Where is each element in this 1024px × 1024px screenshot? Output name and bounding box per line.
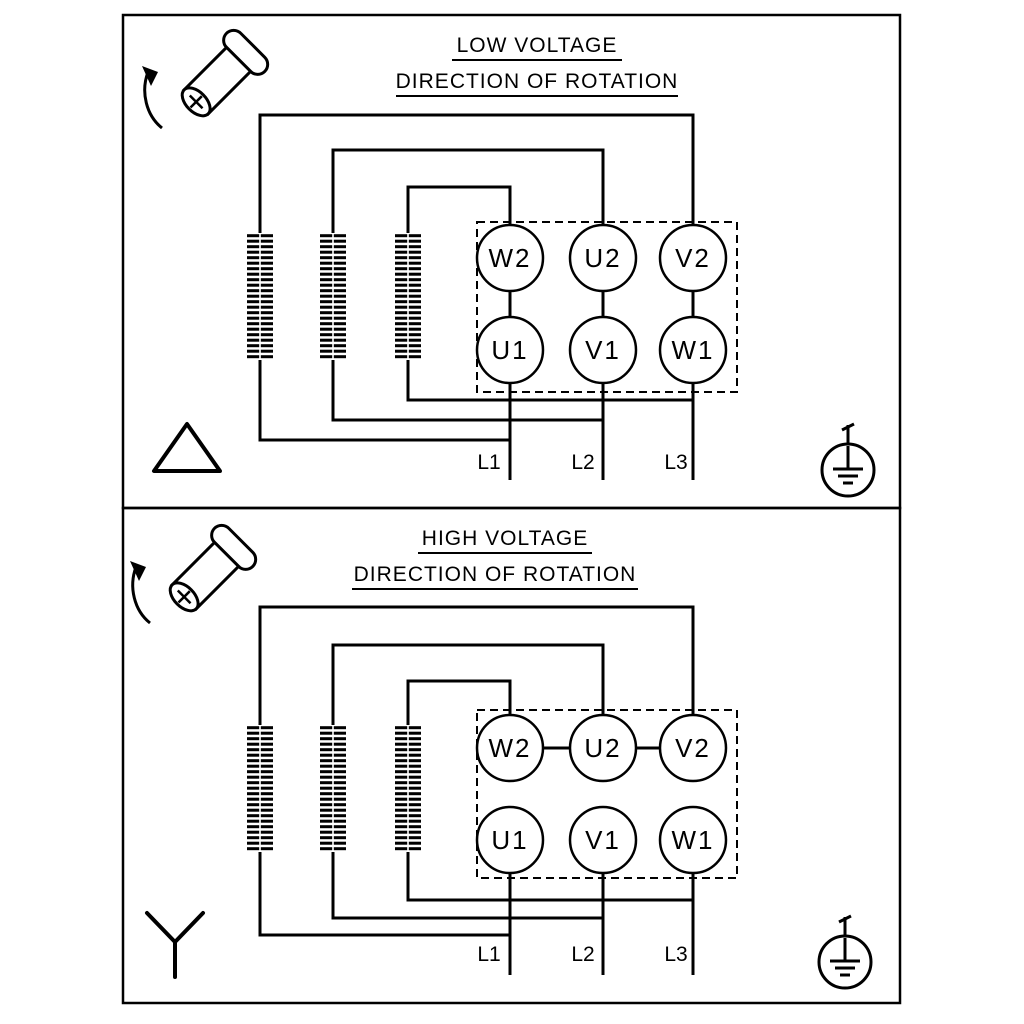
- wires: [258, 113, 695, 480]
- panel-high-voltage: HIGH VOLTAGE DIRECTION OF ROTATION W2 U2…: [121, 506, 902, 1005]
- terminal-circle: [658, 315, 728, 385]
- lead-label-l2: L2: [571, 943, 594, 966]
- panel-title: HIGH VOLTAGE: [422, 527, 588, 550]
- terminal-circle: [568, 223, 638, 293]
- terminal-label: U1: [491, 335, 528, 365]
- terminal-label: W2: [489, 243, 532, 273]
- terminal-label: W2: [489, 733, 532, 763]
- terminal-label: V2: [675, 733, 711, 763]
- terminal-block: [476, 709, 738, 879]
- terminal-w2: W2: [475, 223, 545, 293]
- winding-coil: [246, 724, 274, 853]
- terminal-v1: V1: [568, 315, 638, 385]
- terminal-circle: [475, 805, 545, 875]
- terminal-label: V2: [675, 243, 711, 273]
- terminal-circle: [568, 713, 638, 783]
- terminal-label: U1: [491, 825, 528, 855]
- lead-label-l1: L1: [477, 943, 500, 966]
- terminal-v2: V2: [658, 223, 728, 293]
- terminal-label: W1: [672, 825, 715, 855]
- terminal-w1: W1: [658, 805, 728, 875]
- terminal-u2: U2: [568, 223, 638, 293]
- terminal-circle: [568, 315, 638, 385]
- winding-coil: [246, 232, 274, 361]
- star-symbol: [145, 911, 205, 979]
- terminal-u1: U1: [475, 805, 545, 875]
- terminal-u2: U2: [568, 713, 638, 783]
- lead-label-l2: L2: [571, 451, 594, 474]
- terminal-circle: [568, 805, 638, 875]
- terminal-w1: W1: [658, 315, 728, 385]
- terminal-u1: U1: [475, 315, 545, 385]
- terminal-circle: [475, 315, 545, 385]
- terminal-circle: [658, 805, 728, 875]
- winding-coil: [319, 232, 347, 361]
- panel-subtitle: DIRECTION OF ROTATION: [354, 563, 637, 586]
- winding-coil: [394, 724, 422, 853]
- terminal-label: W1: [672, 335, 715, 365]
- terminal-label: V1: [585, 335, 621, 365]
- terminal-label: U2: [584, 733, 621, 763]
- terminal-v2: V2: [658, 713, 728, 783]
- winding-coil: [319, 724, 347, 853]
- panel-subtitle: DIRECTION OF ROTATION: [396, 70, 679, 93]
- wires: [258, 605, 695, 975]
- panel-title: LOW VOLTAGE: [457, 34, 618, 57]
- winding-coil: [394, 232, 422, 361]
- delta-symbol: [152, 422, 222, 473]
- terminal-circle: [658, 223, 728, 293]
- terminal-circle: [658, 713, 728, 783]
- terminal-label: V1: [585, 825, 621, 855]
- terminal-block: [476, 221, 738, 393]
- terminal-circle: [475, 713, 545, 783]
- lead-label-l3: L3: [664, 943, 687, 966]
- terminal-label: U2: [584, 243, 621, 273]
- panel-low-voltage: LOW VOLTAGE DIRECTION OF ROTATION W2 U2 …: [121, 13, 902, 510]
- lead-label-l1: L1: [477, 451, 500, 474]
- lead-label-l3: L3: [664, 451, 687, 474]
- terminal-v1: V1: [568, 805, 638, 875]
- terminal-circle: [475, 223, 545, 293]
- panel-border: [121, 506, 902, 1005]
- terminal-w2: W2: [475, 713, 545, 783]
